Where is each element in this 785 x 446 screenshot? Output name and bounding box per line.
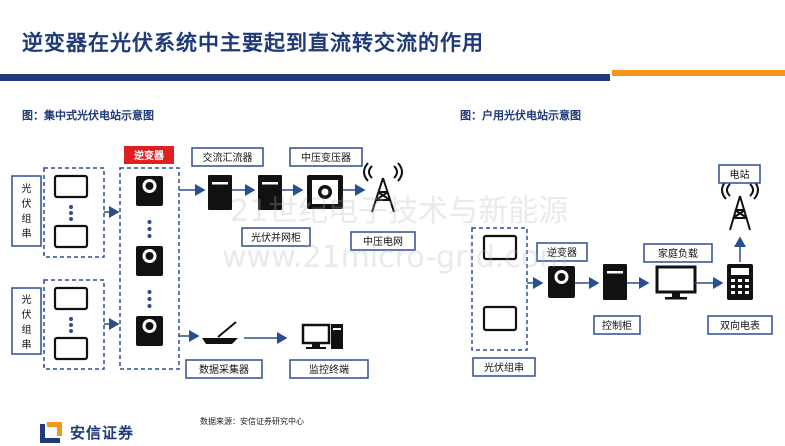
title-underline-bar — [0, 74, 610, 81]
pv-panel-group-2 — [43, 279, 105, 370]
ac-combiner-label-box — [191, 147, 264, 167]
pv-grid-cabinet-icon — [258, 175, 282, 210]
data-collector-label-box — [185, 359, 263, 379]
transmission-tower-icon — [363, 162, 403, 213]
watermark-line-1: 21世纪电子技术与新能源 — [230, 194, 569, 229]
pv-panel-group-1 — [43, 167, 105, 258]
page-title: 逆变器在光伏系统中主要起到直流转交流的作用 — [22, 31, 484, 55]
ac-combiner-cabinet-icon — [208, 175, 232, 210]
left-diagram-caption: 图：集中式光伏电站示意图 — [22, 109, 154, 122]
household-inverter-label-box — [536, 242, 588, 262]
household-load-label: 家庭负载 — [658, 247, 698, 260]
household-inverter-label: 逆变器 — [547, 246, 577, 259]
data-collector-label: 数据采集器 — [199, 363, 249, 376]
mv-transformer-label-box — [289, 147, 363, 167]
essence-securities-logo-icon — [40, 422, 62, 443]
pv-string-label-char: 组 — [22, 323, 32, 336]
company-logo-name: 安信证券 — [70, 424, 135, 442]
power-station-label-box — [718, 164, 761, 184]
power-station-label: 电站 — [730, 168, 750, 181]
inverter-label: 逆变器 — [134, 149, 165, 162]
pv-string-label-char: 伏 — [22, 308, 32, 321]
pv-string-vertical-text-1: 光伏组串 — [22, 182, 32, 240]
pv-string-label-char: 串 — [22, 339, 32, 351]
transmission-tower-icon — [721, 180, 759, 231]
pv-panel-icon — [53, 286, 89, 361]
pv-panel-icon — [53, 174, 89, 249]
pv-string-label-char: 光 — [22, 182, 32, 195]
bidirectional-meter-label: 双向电表 — [720, 319, 760, 332]
mv-grid-label: 中压电网 — [363, 235, 403, 248]
inverter-group — [119, 167, 180, 370]
ac-combiner-label: 交流汇流器 — [203, 151, 253, 164]
right-diagram-caption: 图：户用光伏电站示意图 — [460, 109, 581, 122]
pv-string-label-char: 组 — [22, 212, 32, 225]
data-source-note: 数据来源：安信证券研究中心 — [200, 417, 304, 426]
bidirectional-meter-icon — [727, 264, 753, 300]
pv-grid-cabinet-label: 光伏并网柜 — [251, 231, 301, 244]
control-cabinet-label-box — [593, 315, 641, 335]
mv-transformer-label: 中压变压器 — [301, 151, 351, 164]
pv-panel-icon — [482, 234, 518, 332]
control-cabinet-label: 控制柜 — [602, 319, 632, 332]
data-collector-router-icon — [202, 321, 238, 344]
monitor-terminal-label: 监控终端 — [309, 363, 349, 376]
monitor-terminal-label-box — [289, 359, 369, 379]
pv-grid-cabinet-label-box — [241, 227, 311, 247]
inverter-icon — [548, 266, 575, 298]
pv-string-label-box-1 — [11, 175, 42, 247]
household-load-monitor-icon — [655, 265, 697, 300]
household-load-label-box — [643, 243, 713, 263]
title-accent-bar — [612, 70, 785, 76]
pv-string-vertical-text-2: 光伏组串 — [22, 293, 32, 351]
mv-transformer-icon — [307, 175, 343, 209]
inverter-label-badge — [124, 146, 174, 164]
household-pv-string-label-box — [472, 357, 536, 377]
mv-grid-label-box — [350, 231, 416, 251]
pv-string-label-char: 光 — [22, 293, 32, 306]
computer-monitor-icon — [301, 323, 343, 349]
pv-string-label-char: 串 — [22, 228, 32, 240]
pv-string-label-box-2 — [11, 287, 42, 355]
bidirectional-meter-label-box — [707, 315, 773, 335]
watermark-line-2: www.21micro-grid.com — [222, 240, 569, 275]
household-pv-panel-group — [471, 227, 528, 351]
control-cabinet-icon — [603, 264, 627, 300]
inverter-icon — [136, 176, 163, 346]
household-pv-string-label: 光伏组串 — [484, 361, 524, 374]
pv-string-label-char: 伏 — [22, 197, 32, 210]
